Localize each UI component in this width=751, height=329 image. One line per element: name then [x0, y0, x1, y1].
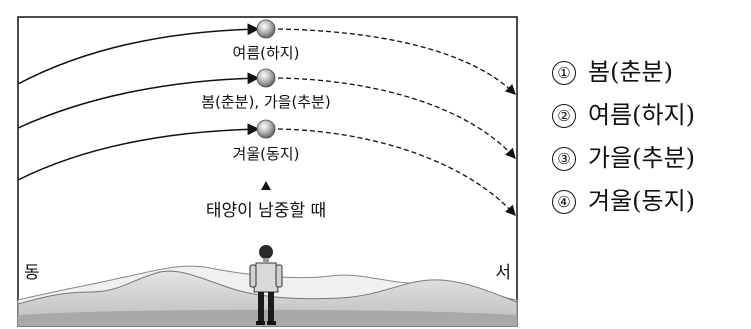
equinox-label: 봄(춘분), 가을(추분)	[201, 93, 331, 111]
option-3[interactable]: ③ 가을(추분)	[552, 146, 695, 171]
option-text: 겨울(동지)	[588, 187, 696, 215]
summer-label: 여름(하지)	[233, 44, 300, 62]
option-text: 여름(하지)	[588, 101, 696, 129]
east-label: 동	[24, 263, 40, 283]
answer-options: ① 봄(춘분) ② 여름(하지) ③ 가을(추분) ④ 겨울(동지)	[552, 60, 695, 232]
culmination-label: 태양이 남중할 때	[206, 201, 326, 221]
option-number: ④	[552, 189, 576, 214]
winter-path-rising	[17, 123, 260, 181]
summer-path-rising	[17, 23, 260, 85]
summer-path-setting	[277, 28, 516, 95]
sun-summer-icon	[256, 19, 276, 39]
option-number: ②	[552, 103, 576, 128]
option-number: ①	[552, 60, 576, 85]
winter-label: 겨울(동지)	[233, 145, 300, 163]
option-number: ③	[552, 146, 576, 171]
option-2[interactable]: ② 여름(하지)	[552, 103, 695, 128]
option-text: 가을(추분)	[588, 144, 696, 172]
option-text: 봄(춘분)	[588, 58, 673, 86]
person-figure	[249, 245, 283, 325]
option-4[interactable]: ④ 겨울(동지)	[552, 189, 695, 214]
sun-equinox-icon	[256, 68, 276, 88]
sun-winter-icon	[256, 119, 276, 139]
option-1[interactable]: ① 봄(춘분)	[552, 60, 695, 85]
up-triangle-icon	[261, 181, 271, 190]
landscape	[17, 265, 518, 327]
equinox-path-rising	[17, 72, 260, 129]
west-label: 서	[495, 263, 511, 283]
